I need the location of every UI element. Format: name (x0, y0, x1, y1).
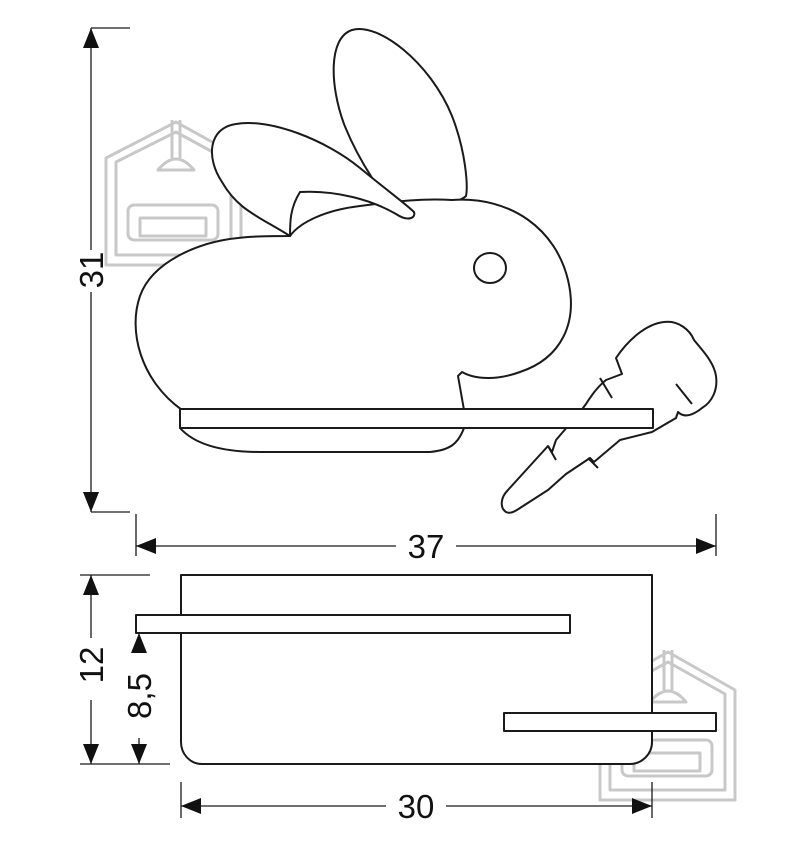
rabbit-shelf-front-view (134, 27, 718, 514)
rabbit-ear-folded (210, 122, 416, 237)
front-width-label: 37 (408, 528, 445, 565)
arrowhead-down (131, 744, 147, 764)
front-height-label: 31 (73, 252, 110, 289)
front-height-dimension: 31 (73, 27, 130, 513)
arrowhead-right (632, 798, 652, 814)
arrowhead-down (83, 744, 99, 764)
side-inner-height-dimension: 8,5 (121, 633, 158, 764)
side-width-label: 30 (398, 788, 435, 825)
arrowhead-down (83, 492, 99, 512)
rabbit-eye (473, 252, 507, 284)
arrowhead-right (696, 538, 716, 554)
side-height-label: 12 (73, 647, 110, 684)
shelf-bottom-curve (179, 427, 465, 453)
arrowhead-up (131, 633, 147, 653)
side-back-panel (180, 574, 653, 765)
arrowhead-left (181, 798, 201, 814)
shelf-side-view (135, 574, 717, 765)
front-width-dimension: 37 (135, 514, 717, 565)
rabbit-body (134, 198, 572, 411)
watermark-logo-top (104, 120, 243, 267)
arrowhead-up (83, 575, 99, 595)
side-width-dimension: 30 (180, 782, 653, 825)
front-shelf-board (179, 408, 654, 429)
side-lower-shelf (503, 712, 717, 732)
side-inner-height-label: 8,5 (121, 673, 158, 719)
arrowhead-left (136, 538, 156, 554)
arrowhead-up (83, 28, 99, 48)
side-upper-shelf (135, 614, 571, 634)
side-height-dimension: 12 (73, 574, 170, 765)
